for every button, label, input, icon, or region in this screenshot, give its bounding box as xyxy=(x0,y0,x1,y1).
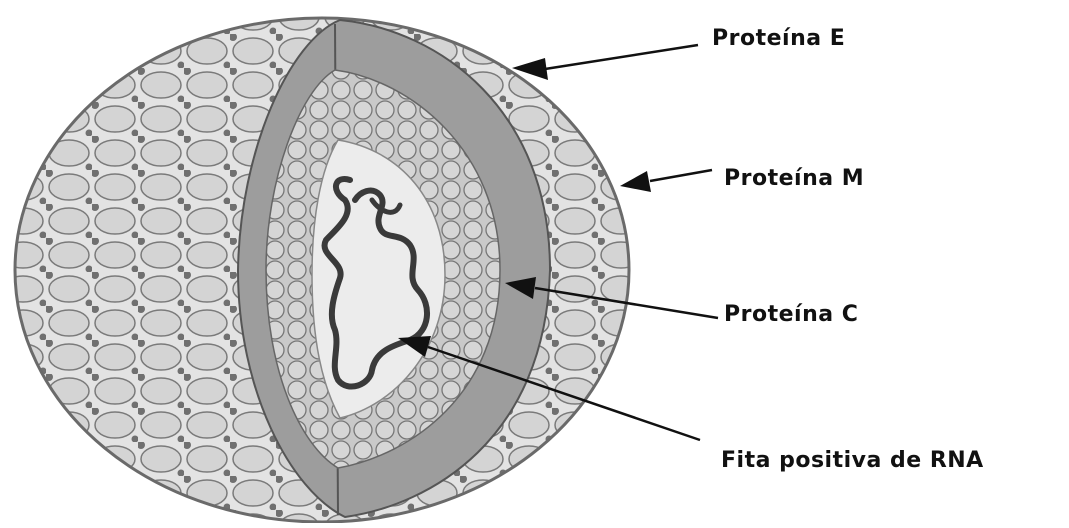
label-rna: Fita positiva de RNA xyxy=(721,448,984,473)
label-protein-m: Proteína M xyxy=(724,166,864,191)
pointer-protein-m xyxy=(620,170,712,192)
label-protein-e: Proteína E xyxy=(712,26,845,51)
pointer-protein-e xyxy=(512,45,698,80)
label-protein-c: Proteína C xyxy=(724,302,858,327)
